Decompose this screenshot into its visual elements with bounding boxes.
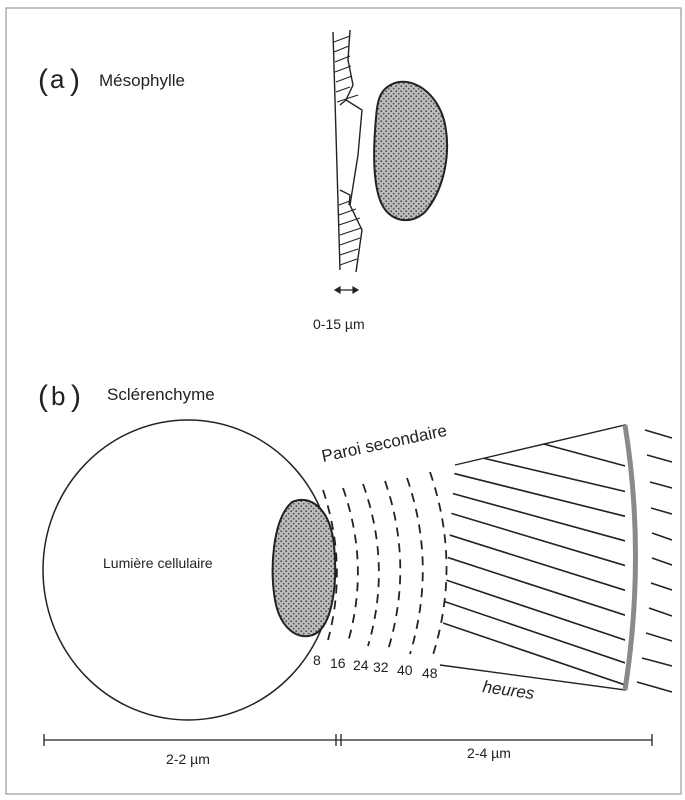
panel-b-letter: b — [51, 381, 65, 411]
hour-tick: 48 — [422, 665, 438, 681]
time-label: heures — [481, 677, 536, 703]
panel-b-title: Sclérenchyme — [107, 385, 215, 404]
lumen-label: Lumière cellulaire — [103, 555, 213, 571]
scale-label-a: 0-15 µm — [313, 316, 365, 332]
panel-a-letter: a — [50, 64, 65, 94]
growth-arcs — [323, 472, 447, 658]
panel-b: ( b ) Sclérenchyme Lumière cellulaire Pa… — [38, 380, 672, 767]
scale-label-left: 2-2 µm — [166, 751, 210, 767]
scale-arrow-a — [335, 287, 358, 293]
panel-a-paren-right: ) — [70, 64, 80, 97]
chloroplast-b — [273, 500, 336, 636]
hour-tick: 16 — [330, 655, 346, 671]
chloroplast-a — [374, 82, 447, 220]
panel-a-title: Mésophylle — [99, 71, 185, 90]
panel-b-paren-left: ( — [38, 380, 48, 413]
hour-tick: 8 — [313, 652, 321, 668]
mesophyll-cell-wall — [333, 30, 362, 272]
hour-tick: 32 — [373, 659, 389, 675]
magnified-wall-wedge — [440, 425, 672, 692]
hour-tick: 40 — [397, 662, 413, 678]
panel-b-paren-right: ) — [71, 380, 81, 413]
panel-a: ( a ) Mésophylle — [38, 30, 447, 332]
hour-ticks: 8 16 24 32 40 48 — [313, 652, 438, 681]
scale-bar-b — [44, 734, 652, 746]
panel-a-paren-left: ( — [38, 64, 48, 97]
scale-label-right: 2-4 µm — [467, 745, 511, 761]
hour-tick: 24 — [353, 657, 369, 673]
wall-label: Paroi secondaire — [320, 421, 449, 466]
